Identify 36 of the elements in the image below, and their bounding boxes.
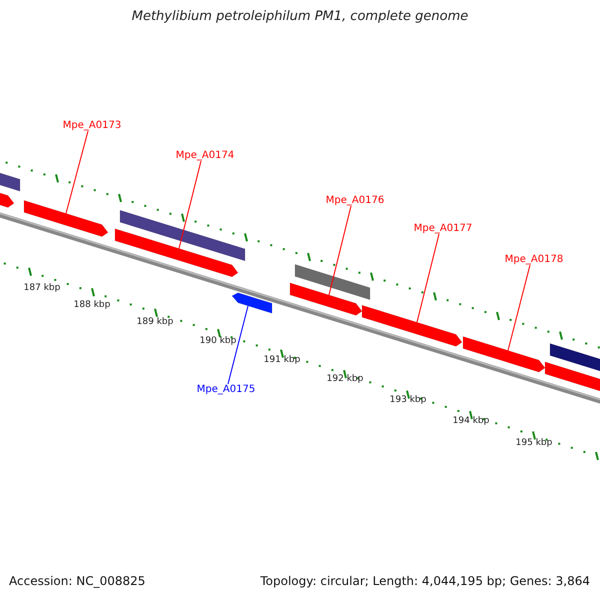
gene-feature (0, 190, 14, 208)
gene-feature (24, 200, 108, 237)
leader-line (328, 206, 352, 296)
footer-text: Topology: circular; Length: 4,044,195 bp; Genes: 3,864 (260, 575, 590, 588)
gene-label: Mpe_A0173 (62, 120, 122, 131)
scale-label: 188 kbp (74, 301, 110, 311)
scale-label: 187 kbp (24, 284, 60, 294)
gene-feature (362, 304, 462, 347)
gene-label: Mpe_A0178 (504, 254, 564, 265)
scale-label: 191 kbp (264, 356, 300, 366)
gene-feature (120, 210, 246, 262)
leader-line (228, 305, 248, 384)
leader-line (508, 264, 530, 351)
scale-label: 195 kbp (516, 439, 552, 449)
leader-line (66, 130, 88, 214)
gene-feature (294, 264, 370, 300)
scale-label: 192 kbp (326, 375, 364, 385)
gene-feature (290, 282, 362, 316)
scale-label: 189 kbp (136, 318, 174, 328)
gene-feature (114, 228, 238, 278)
gene-feature (544, 362, 600, 394)
leader-line (178, 160, 202, 249)
gene-label: Mpe_A0175 (196, 384, 256, 395)
scale-label: 194 kbp (452, 417, 490, 427)
leader-line (416, 234, 440, 323)
gene-feature (0, 170, 20, 192)
scale-label: 193 kbp (390, 396, 426, 406)
gene-feature (462, 336, 546, 372)
gene-feature (550, 343, 600, 374)
gene-feature (232, 292, 272, 314)
gene-label: Mpe_A0176 (326, 195, 384, 206)
footer-text: Accession: NC_008825 (9, 575, 146, 588)
gene-label: Mpe_A0174 (176, 150, 234, 161)
scale-label: 190 kbp (200, 337, 236, 347)
title: Methylibium petroleiphilum PM1, complete genome (132, 10, 468, 24)
gene-label: Mpe_A0177 (414, 223, 472, 234)
